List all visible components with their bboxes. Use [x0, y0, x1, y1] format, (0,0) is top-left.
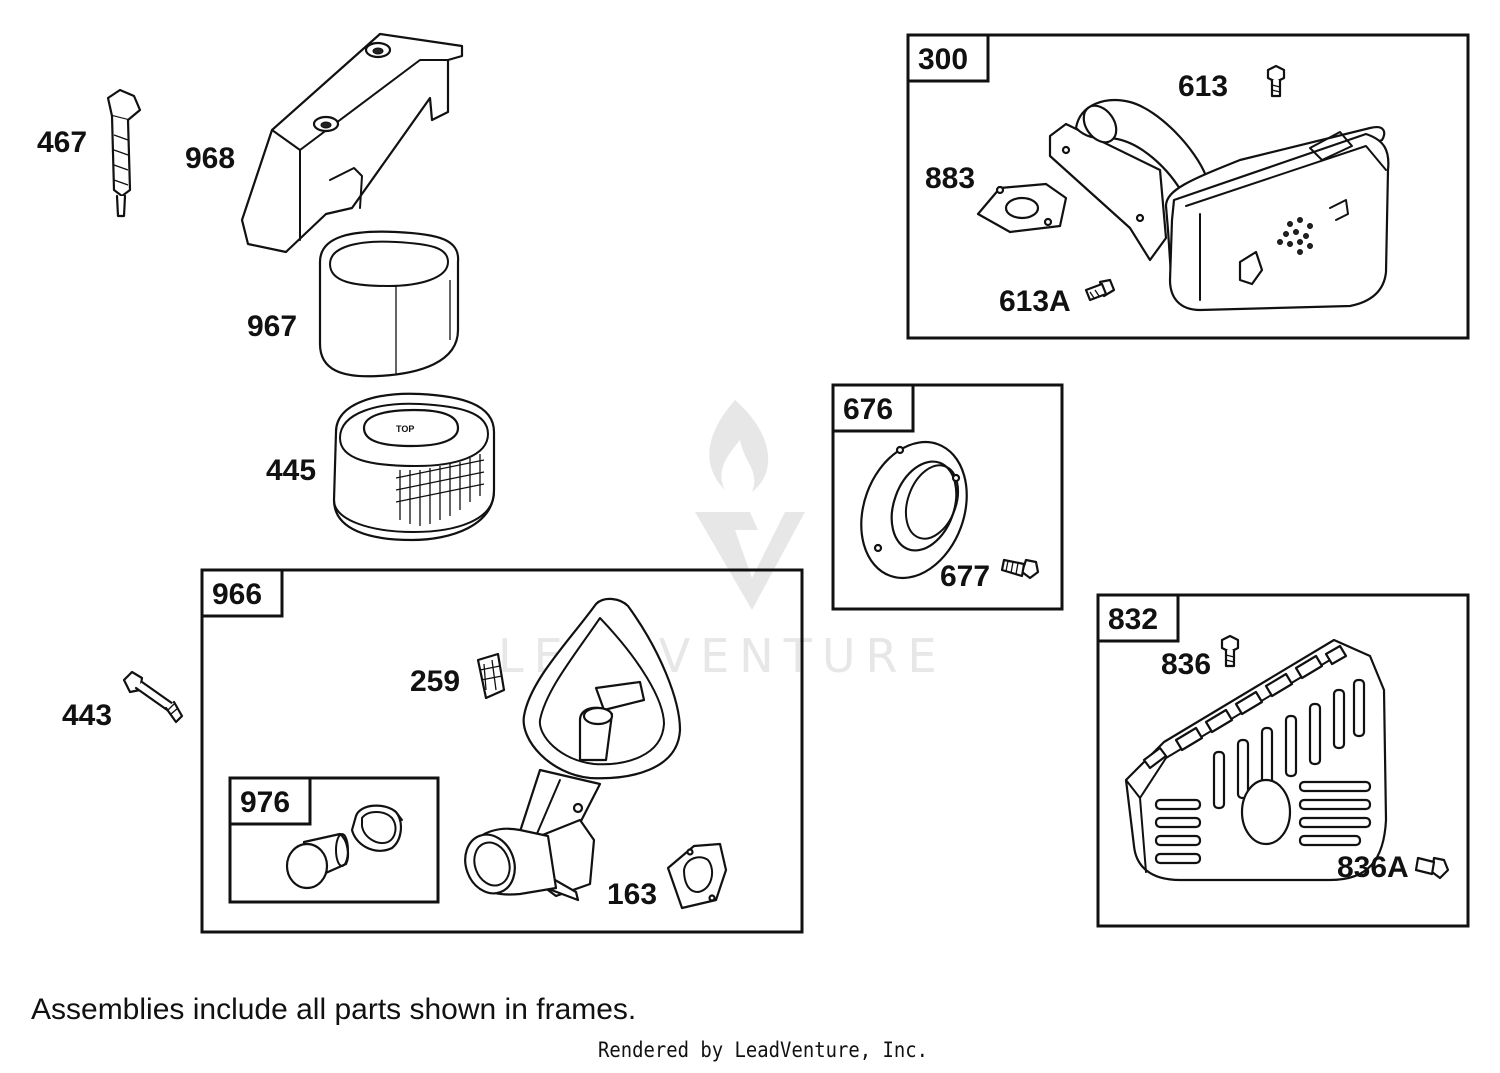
part-613-bolt	[1266, 64, 1286, 98]
label-443: 443	[62, 699, 112, 732]
part-259-clip	[476, 652, 506, 700]
render-credit: Rendered by LeadVenture, Inc.	[598, 1038, 928, 1062]
label-677: 677	[940, 560, 990, 593]
part-445-air-filter: TOP	[332, 392, 496, 542]
part-677-bolt	[1000, 558, 1040, 580]
part-163-gasket	[666, 842, 728, 910]
label-613: 613	[1178, 70, 1228, 103]
frame-976-breather-assembly: 976	[228, 776, 440, 904]
part-836-bolt	[1220, 634, 1240, 668]
frame-676-tag: 676	[843, 393, 893, 426]
label-613a: 613A	[999, 285, 1071, 318]
frame-966-tag: 966	[212, 578, 262, 611]
frame-832-muffler-guard-assembly: 832	[1096, 593, 1470, 928]
part-967-pre-cleaner	[318, 230, 460, 378]
assemblies-note: Assemblies include all parts shown in fr…	[31, 993, 637, 1026]
part-467-spark-plug	[106, 88, 142, 218]
part-883-gasket	[976, 182, 1068, 234]
label-883: 883	[925, 162, 975, 195]
part-836a-bolt	[1414, 856, 1450, 880]
label-259: 259	[410, 665, 460, 698]
label-467: 467	[37, 126, 87, 159]
label-163: 163	[607, 878, 657, 911]
label-836: 836	[1161, 648, 1211, 681]
frame-966-air-cleaner-base-assembly: 966	[200, 568, 804, 934]
frame-300-tag: 300	[918, 43, 968, 76]
muffler-heat-shield	[1124, 638, 1388, 882]
part-443-bolt	[122, 670, 184, 724]
exhaust-flange	[860, 440, 968, 580]
breather-cap	[285, 832, 350, 890]
frame-676-exhaust-adapter: 676	[831, 383, 1064, 611]
frame-976-tag: 976	[240, 786, 290, 819]
label-445: 445	[266, 454, 316, 487]
filter-top-mark: TOP	[396, 424, 414, 434]
part-613a-bolt	[1084, 278, 1116, 302]
muffler-vent-holes	[1277, 217, 1313, 255]
air-cleaner-base	[464, 597, 682, 902]
breather-clamp	[350, 804, 403, 852]
label-836a: 836A	[1337, 851, 1409, 884]
label-968: 968	[185, 142, 235, 175]
muffler-body	[1048, 98, 1390, 312]
frame-832-tag: 832	[1108, 603, 1158, 636]
label-967: 967	[247, 310, 297, 343]
frame-300-muffler-assembly: 300	[906, 33, 1470, 340]
part-968-air-cleaner-cover	[240, 32, 464, 254]
part-number-labels: 467 968 967 445 443 259 163 613 883 613A…	[37, 70, 1409, 911]
